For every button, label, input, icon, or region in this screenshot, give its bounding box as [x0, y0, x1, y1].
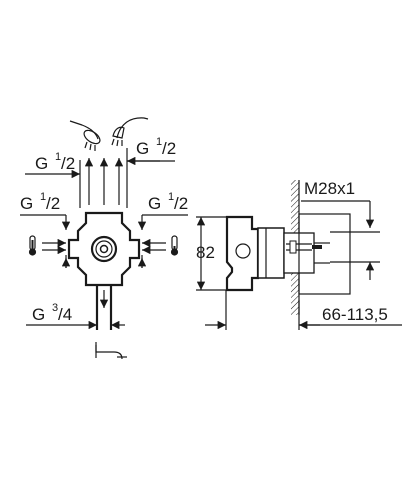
- front-view: G 1 /2 G 1 /2 G 1 /2 G 1 /2: [20, 117, 188, 360]
- side-valve-body: [225, 215, 260, 292]
- shower-head-icon: [111, 117, 149, 147]
- svg-text:/2: /2: [174, 194, 188, 213]
- hand-shower-icon: [69, 120, 101, 151]
- thread-dimension: M28x1: [304, 179, 355, 198]
- svg-text:G: G: [32, 305, 45, 324]
- svg-text:G: G: [136, 139, 149, 158]
- bath-spout-icon: [95, 342, 127, 360]
- svg-text:G: G: [35, 154, 48, 173]
- thermometer-cold-icon: [170, 235, 179, 256]
- bottom-thread-label: G 3 /4: [32, 302, 72, 324]
- svg-text:/2: /2: [46, 194, 60, 213]
- mid-right-thread-label: G 1 /2: [148, 191, 188, 213]
- svg-text:1: 1: [156, 136, 162, 148]
- svg-text:1: 1: [168, 191, 174, 203]
- svg-text:G: G: [148, 194, 161, 213]
- thermometer-hot-icon: [28, 235, 37, 256]
- svg-text:/4: /4: [58, 305, 72, 324]
- svg-text:1: 1: [40, 191, 46, 203]
- depth-dimension: 66-113,5: [322, 305, 388, 324]
- top-right-thread-label: G 1 /2: [136, 136, 176, 158]
- svg-text:1: 1: [55, 151, 61, 163]
- mid-left-thread-label: G 1 /2: [20, 191, 60, 213]
- svg-text:G: G: [20, 194, 33, 213]
- height-dimension: 82: [196, 243, 215, 262]
- svg-text:/2: /2: [61, 154, 75, 173]
- top-left-thread-label: G 1 /2: [35, 151, 75, 173]
- side-view: M28x1 82 66-113,5: [196, 179, 402, 330]
- svg-text:3: 3: [52, 302, 58, 314]
- svg-text:/2: /2: [162, 139, 176, 158]
